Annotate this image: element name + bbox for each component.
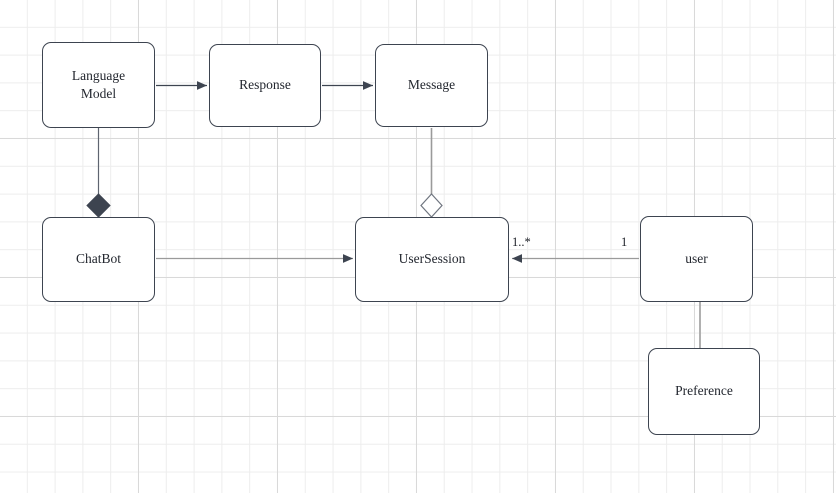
edge-message-to-usersession — [420, 128, 443, 218]
node-chatbot[interactable]: ChatBot — [42, 217, 155, 302]
node-message[interactable]: Message — [375, 44, 488, 127]
node-language-model[interactable]: Language Model — [42, 42, 155, 128]
composition-diamond-icon — [86, 193, 111, 218]
node-language-model-label: Language Model — [71, 67, 126, 101]
node-response[interactable]: Response — [209, 44, 321, 127]
node-user-label: user — [685, 250, 708, 266]
node-chatbot-label: ChatBot — [75, 251, 121, 267]
node-user[interactable]: user — [640, 216, 753, 302]
node-usersession[interactable]: UserSession — [355, 217, 509, 302]
node-preference-label: Preference — [675, 383, 733, 399]
multiplicity-label-usersession-side: 1..* — [512, 235, 531, 249]
aggregation-diamond-icon — [420, 193, 443, 218]
multiplicity-label-user-side: 1 — [621, 235, 628, 249]
edge-language-model-to-chatbot — [86, 128, 111, 218]
node-preference[interactable]: Preference — [648, 348, 760, 435]
node-response-label: Response — [239, 77, 291, 93]
node-message-label: Message — [407, 77, 456, 93]
node-usersession-label: UserSession — [398, 251, 466, 267]
